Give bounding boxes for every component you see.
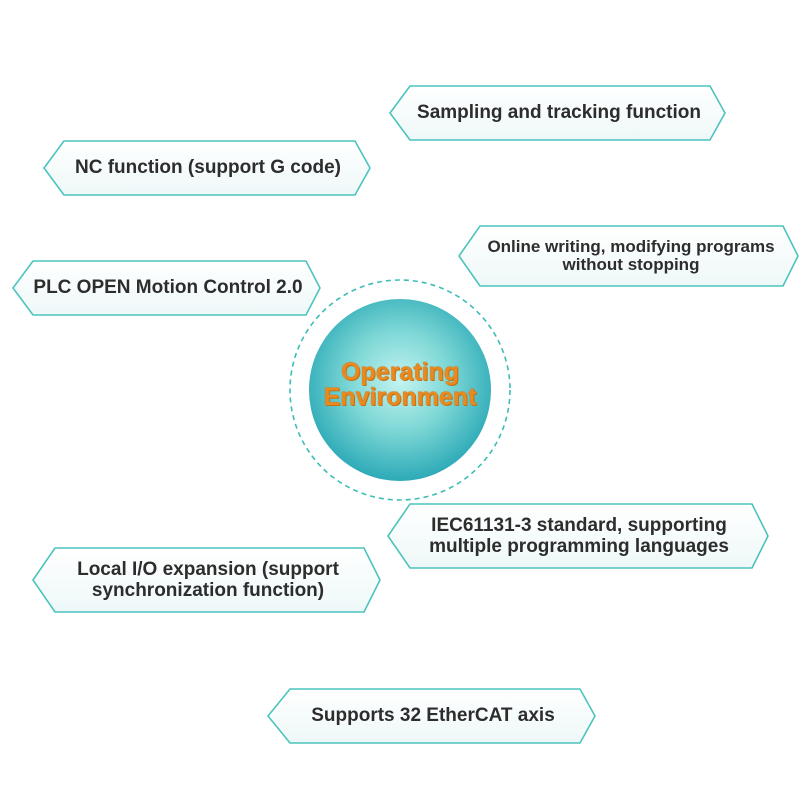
tag-shape-ethercat [266, 688, 596, 744]
feature-tag-iec: IEC61131-3 standard, supporting multiple… [398, 504, 760, 568]
center-dashed-ring [289, 279, 511, 501]
tag-shape-nc [43, 140, 371, 196]
center-orb [309, 299, 491, 481]
feature-text-line-1: IEC61131-3 standard, supporting [431, 514, 727, 536]
feature-text: Supports 32 EtherCAT axis [311, 705, 555, 727]
feature-text-line-2: without stopping [562, 255, 700, 274]
feature-tag-localio: Local I/O expansion (support synchroniza… [43, 548, 373, 612]
feature-text-line-2: multiple programming languages [429, 536, 729, 557]
center-label: Operating Environment [300, 345, 500, 425]
tag-shape-iec [387, 503, 769, 569]
tag-shape-sampling [389, 85, 726, 141]
feature-tag-nc: NC function (support G code) [54, 141, 362, 195]
feature-tag-online: Online writing, modifying programs witho… [470, 226, 792, 286]
feature-text: Sampling and tracking function [417, 102, 701, 124]
tag-shape-localio [32, 547, 381, 613]
feature-text-line-1: Local I/O expansion (support [77, 558, 339, 580]
feature-tag-ethercat: Supports 32 EtherCAT axis [278, 689, 588, 743]
feature-tag-plcopen: PLC OPEN Motion Control 2.0 [22, 261, 314, 315]
feature-text-line-1: Online writing, modifying programs [487, 236, 775, 256]
center-label-line-1: Operating [340, 357, 460, 386]
feature-text-line-2: synchronization function) [91, 580, 325, 601]
feature-text: PLC OPEN Motion Control 2.0 [33, 277, 303, 299]
center-label-line-2: Environment [323, 383, 477, 411]
feature-text: NC function (support G code) [75, 157, 341, 179]
tag-shape-plcopen [12, 260, 321, 316]
tag-shape-online [458, 225, 799, 287]
feature-tag-sampling: Sampling and tracking function [400, 86, 718, 140]
